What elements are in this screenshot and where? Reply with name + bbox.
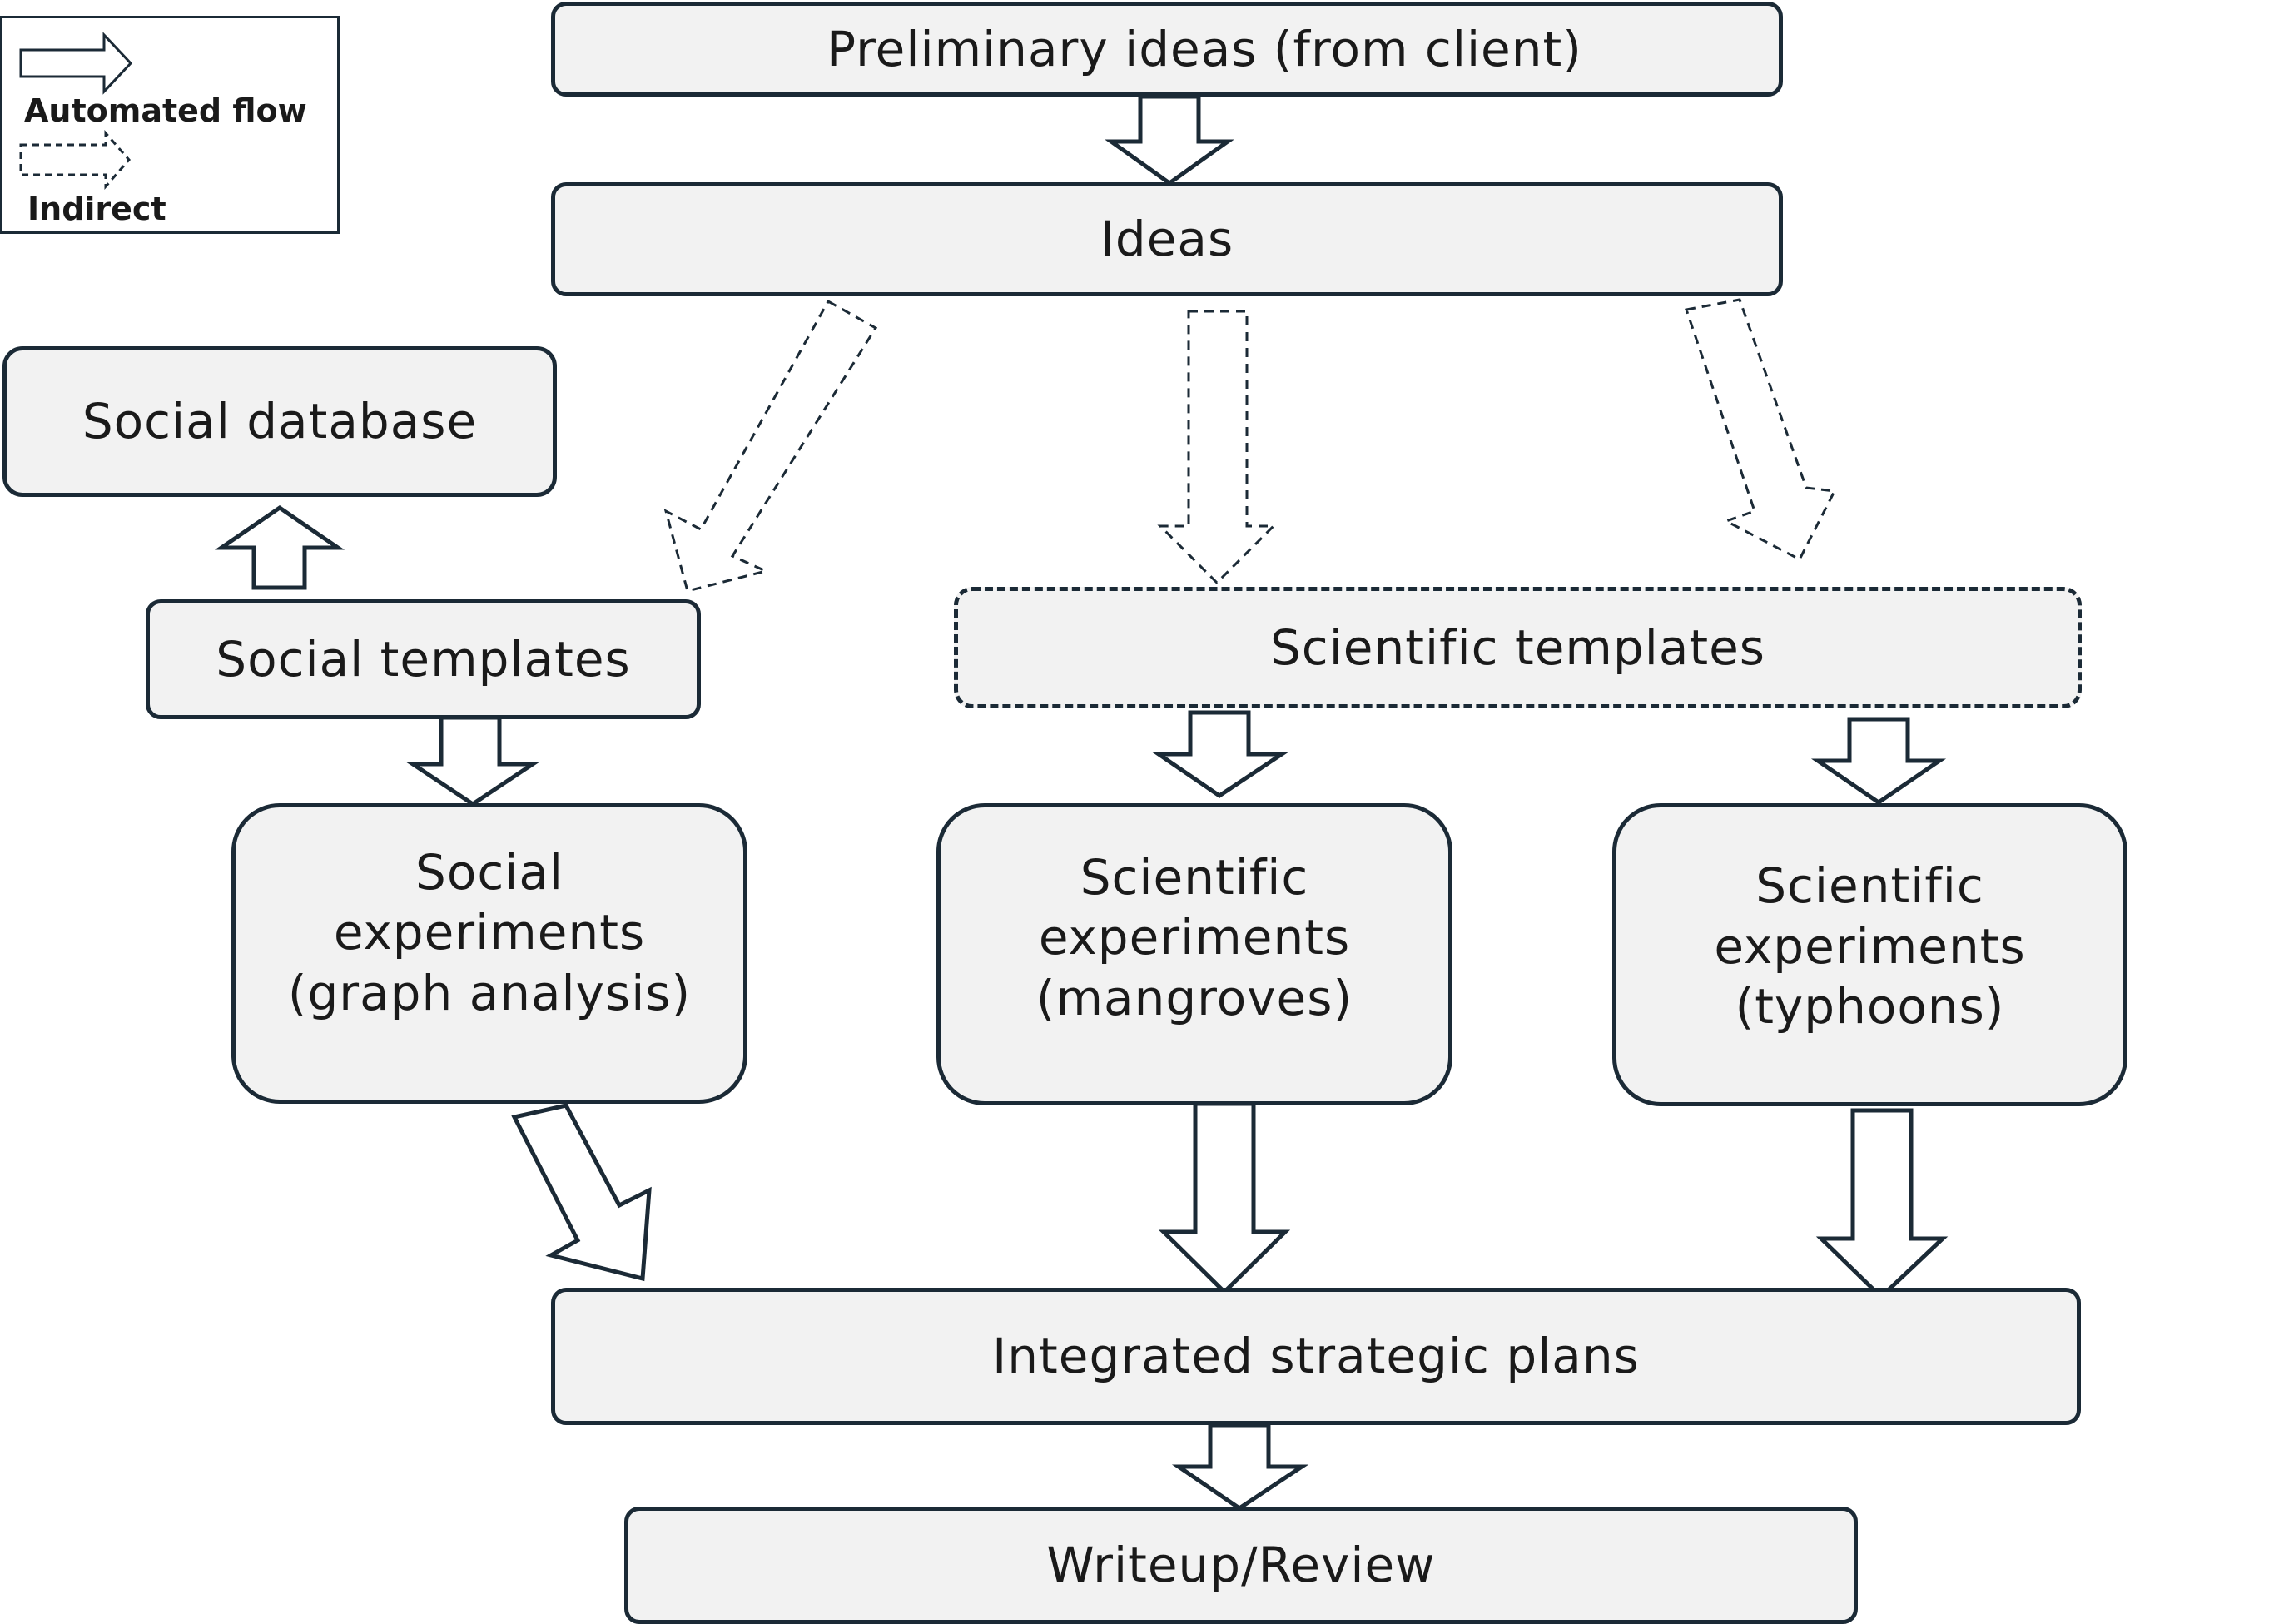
automated-flow-arrow-icon bbox=[19, 32, 133, 95]
indirect-arrow-ideas-to-scientific-templates-icon bbox=[1157, 310, 1277, 585]
typhoons-line-2: experiments bbox=[1714, 917, 2026, 975]
mangroves-line-3: (mangroves) bbox=[1035, 969, 1353, 1026]
social-experiments-line-1: Social bbox=[415, 843, 564, 901]
social-experiments-line-2: experiments bbox=[333, 904, 646, 961]
indirect-arrow-ideas-to-social-templates-icon bbox=[663, 299, 878, 593]
integrated-strategic-plans-label: Integrated strategic plans bbox=[992, 1328, 1640, 1385]
mangroves-line-1: Scientific bbox=[1080, 848, 1309, 906]
arrow-scientific-templates-to-typhoons-icon bbox=[1810, 717, 1947, 806]
scientific-templates-label: Scientific templates bbox=[1269, 618, 1765, 676]
scientific-experiments-mangroves-box: Scientific experiments (mangroves) bbox=[936, 803, 1452, 1105]
writeup-review-label: Writeup/Review bbox=[1046, 1537, 1436, 1594]
scientific-experiments-typhoons-box: Scientific experiments (typhoons) bbox=[1612, 803, 2127, 1106]
arrow-mangroves-to-plans-icon bbox=[1158, 1101, 1291, 1295]
arrow-social-templates-to-experiments-icon bbox=[405, 715, 540, 807]
arrow-social-experiments-to-plans-icon bbox=[511, 1103, 652, 1282]
typhoons-line-1: Scientific bbox=[1755, 857, 1984, 915]
indirect-arrow-ideas-to-scientific-templates-right-icon bbox=[1685, 298, 1837, 562]
legend-arrows bbox=[19, 32, 133, 190]
typhoons-line-3: (typhoons) bbox=[1735, 978, 2005, 1035]
preliminary-ideas-box: Preliminary ideas (from client) bbox=[551, 2, 1783, 97]
social-database-box: Social database bbox=[2, 346, 557, 497]
preliminary-ideas-label: Preliminary ideas (from client) bbox=[827, 20, 1582, 77]
social-experiments-box: Social experiments (graph analysis) bbox=[231, 803, 747, 1104]
legend: Automated flow Indirect bbox=[0, 16, 340, 234]
social-templates-box: Social templates bbox=[146, 599, 701, 719]
indirect-arrow-icon bbox=[19, 130, 131, 190]
mangroves-line-2: experiments bbox=[1038, 909, 1351, 966]
social-experiments-line-3: (graph analysis) bbox=[287, 964, 692, 1021]
integrated-strategic-plans-box: Integrated strategic plans bbox=[551, 1288, 2081, 1425]
arrow-typhoons-to-plans-icon bbox=[1815, 1108, 1949, 1300]
arrow-scientific-templates-to-mangroves-icon bbox=[1151, 710, 1289, 799]
ideas-box: Ideas bbox=[551, 182, 1783, 296]
writeup-review-box: Writeup/Review bbox=[624, 1507, 1858, 1624]
legend-indirect-label: Indirect bbox=[27, 191, 166, 227]
social-database-label: Social database bbox=[82, 393, 478, 450]
arrow-preliminary-to-ideas-icon bbox=[1105, 94, 1234, 186]
legend-automated-label: Automated flow bbox=[24, 92, 307, 129]
social-templates-label: Social templates bbox=[216, 630, 631, 688]
scientific-templates-box: Scientific templates bbox=[954, 587, 2082, 708]
arrow-plans-to-writeup-icon bbox=[1171, 1423, 1309, 1512]
arrow-social-templates-to-database-icon bbox=[214, 504, 345, 590]
ideas-label: Ideas bbox=[1100, 211, 1234, 268]
